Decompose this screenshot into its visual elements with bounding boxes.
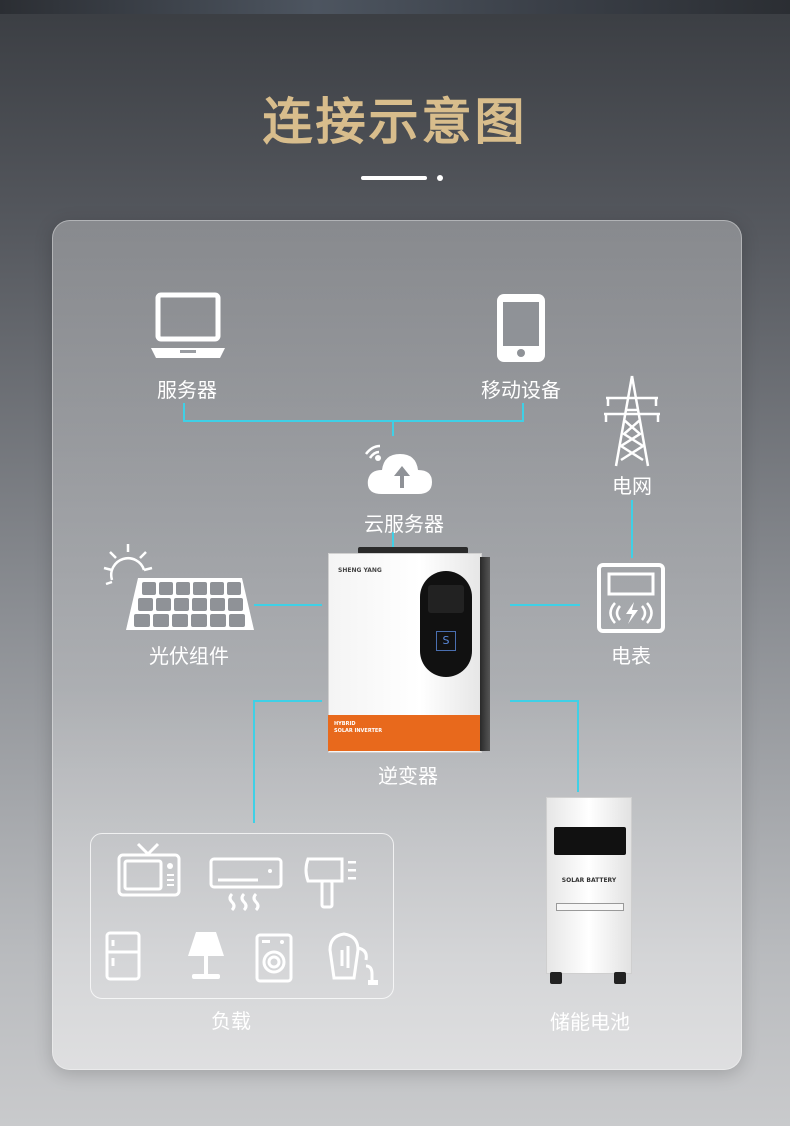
battery-screen [554,827,626,855]
washing-machine-icon [255,933,293,983]
battery-spec-strip [556,903,624,911]
cloud-label: 云服务器 [364,512,444,536]
battery-wheel-right [614,972,626,984]
inverter-screen [428,585,464,613]
grid-label: 电网 [612,474,652,498]
inverter-brand-text: SHENG YANG [338,567,382,574]
power-tower-icon [604,375,660,467]
hair-dryer-icon [304,857,356,909]
wire-server-mobile [183,403,524,422]
page-title: 连接示意图 [262,93,528,151]
battery-brand-text: SOLAR BATTERY [561,877,617,884]
laptop-icon [151,292,225,358]
battery-wheel-left [550,972,562,984]
inverter-model-line2: SOLAR INVERTER [334,728,383,734]
wire-inverter-load [253,700,322,823]
electric-meter-icon [597,563,665,633]
battery-device: SOLAR BATTERY [546,797,632,987]
mobile-phone-icon [497,294,545,362]
meter-label: 电表 [611,644,651,668]
inverter-model-text: HYBRID SOLAR INVERTER [334,721,382,735]
tv-icon [117,842,181,897]
kettle-icon [328,932,378,985]
inverter-side-panel [480,557,490,751]
inverter-top-rail [358,547,468,554]
refrigerator-icon [105,931,141,981]
air-conditioner-icon [209,857,283,912]
title-underline [361,176,427,180]
inverter-device: SHENG YANG S HYBRID SOLAR INVERTER [328,547,490,753]
wire-inverter-battery [510,700,579,792]
title-dot [437,175,443,181]
mobile-label: 移动设备 [481,378,561,402]
inverter-label: 逆变器 [378,764,438,788]
battery-label: 储能电池 [550,1010,630,1034]
top-image-band [0,0,790,14]
inverter-model-line1: HYBRID [334,721,356,727]
pv-label: 光伏组件 [149,644,229,668]
cloud-upload-icon [365,444,432,494]
load-group-box [90,833,394,999]
server-label: 服务器 [157,378,217,402]
solar-panel-icon [103,544,254,630]
inverter-logo: S [436,631,456,651]
load-label: 负载 [211,1009,251,1033]
inverter-orange-band [328,715,480,751]
lamp-icon [188,932,224,979]
battery-body [546,797,632,974]
